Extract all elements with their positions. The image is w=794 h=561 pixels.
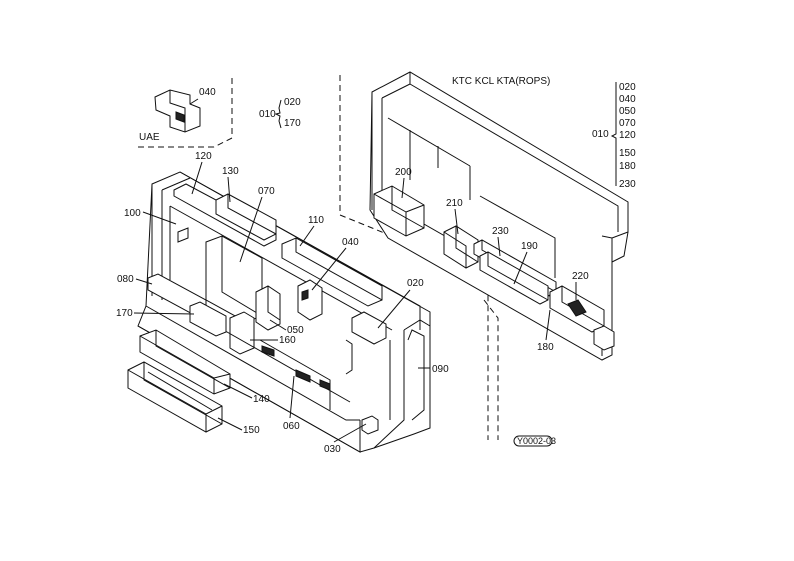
stamp-code: Y0002-03: [517, 436, 556, 446]
callout-200: 200: [395, 167, 412, 178]
right-set-item-040: 040: [619, 94, 636, 105]
left-set-item-020: 020: [284, 97, 301, 108]
panel-dividers: [339, 75, 499, 440]
right-set-item-050: 050: [619, 106, 636, 117]
callout-180: 180: [537, 342, 554, 353]
uae-note: UAE: [139, 132, 160, 143]
loose-plates: [127, 329, 231, 433]
right-set-item-120: 120: [619, 130, 636, 141]
callout-230: 230: [492, 226, 509, 237]
right-callouts: 200 210 230 190 220 180: [395, 167, 589, 353]
callout-040-main: 040: [342, 237, 359, 248]
right-set-base-010: 010: [592, 129, 609, 140]
main-panel: [137, 171, 431, 453]
callout-120: 120: [195, 151, 212, 162]
rops-header-group: KTC KCL KTA(ROPS) 020 040 050 070 010 12…: [452, 76, 636, 190]
right-set-item-230: 230: [619, 179, 636, 190]
callout-070: 070: [258, 186, 275, 197]
callout-130: 130: [222, 166, 239, 177]
rops-header: KTC KCL KTA(ROPS): [452, 76, 550, 87]
left-set-base-010: 010: [259, 109, 276, 120]
callout-190: 190: [521, 241, 538, 252]
callout-090: 090: [432, 364, 449, 375]
right-set-item-020: 020: [619, 82, 636, 93]
drawing-stamp: Y0002-03: [513, 435, 556, 447]
right-set-item-070: 070: [619, 118, 636, 129]
right-set-item-150: 150: [619, 148, 636, 159]
callout-170: 170: [116, 308, 133, 319]
callout-060: 060: [283, 421, 300, 432]
rops-cabinet: [369, 71, 629, 361]
callout-100: 100: [124, 208, 141, 219]
uae-inset: 040 UAE: [138, 78, 233, 148]
callout-020: 020: [407, 278, 424, 289]
left-set-bracket: 020 010 170: [259, 97, 301, 129]
callout-210: 210: [446, 198, 463, 209]
left-set-item-170: 170: [284, 118, 301, 129]
callout-030: 030: [324, 444, 341, 455]
left-callouts: 120 130 070 100 110 040 080 020 170 050 …: [116, 151, 449, 455]
callout-040-uae: 040: [199, 87, 216, 98]
callout-140: 140: [253, 394, 270, 405]
callout-220: 220: [572, 271, 589, 282]
callout-160: 160: [279, 335, 296, 346]
right-set-item-180: 180: [619, 161, 636, 172]
callout-110: 110: [308, 215, 324, 226]
callout-080: 080: [117, 274, 134, 285]
callout-050: 050: [287, 325, 304, 336]
callout-150: 150: [243, 425, 260, 436]
